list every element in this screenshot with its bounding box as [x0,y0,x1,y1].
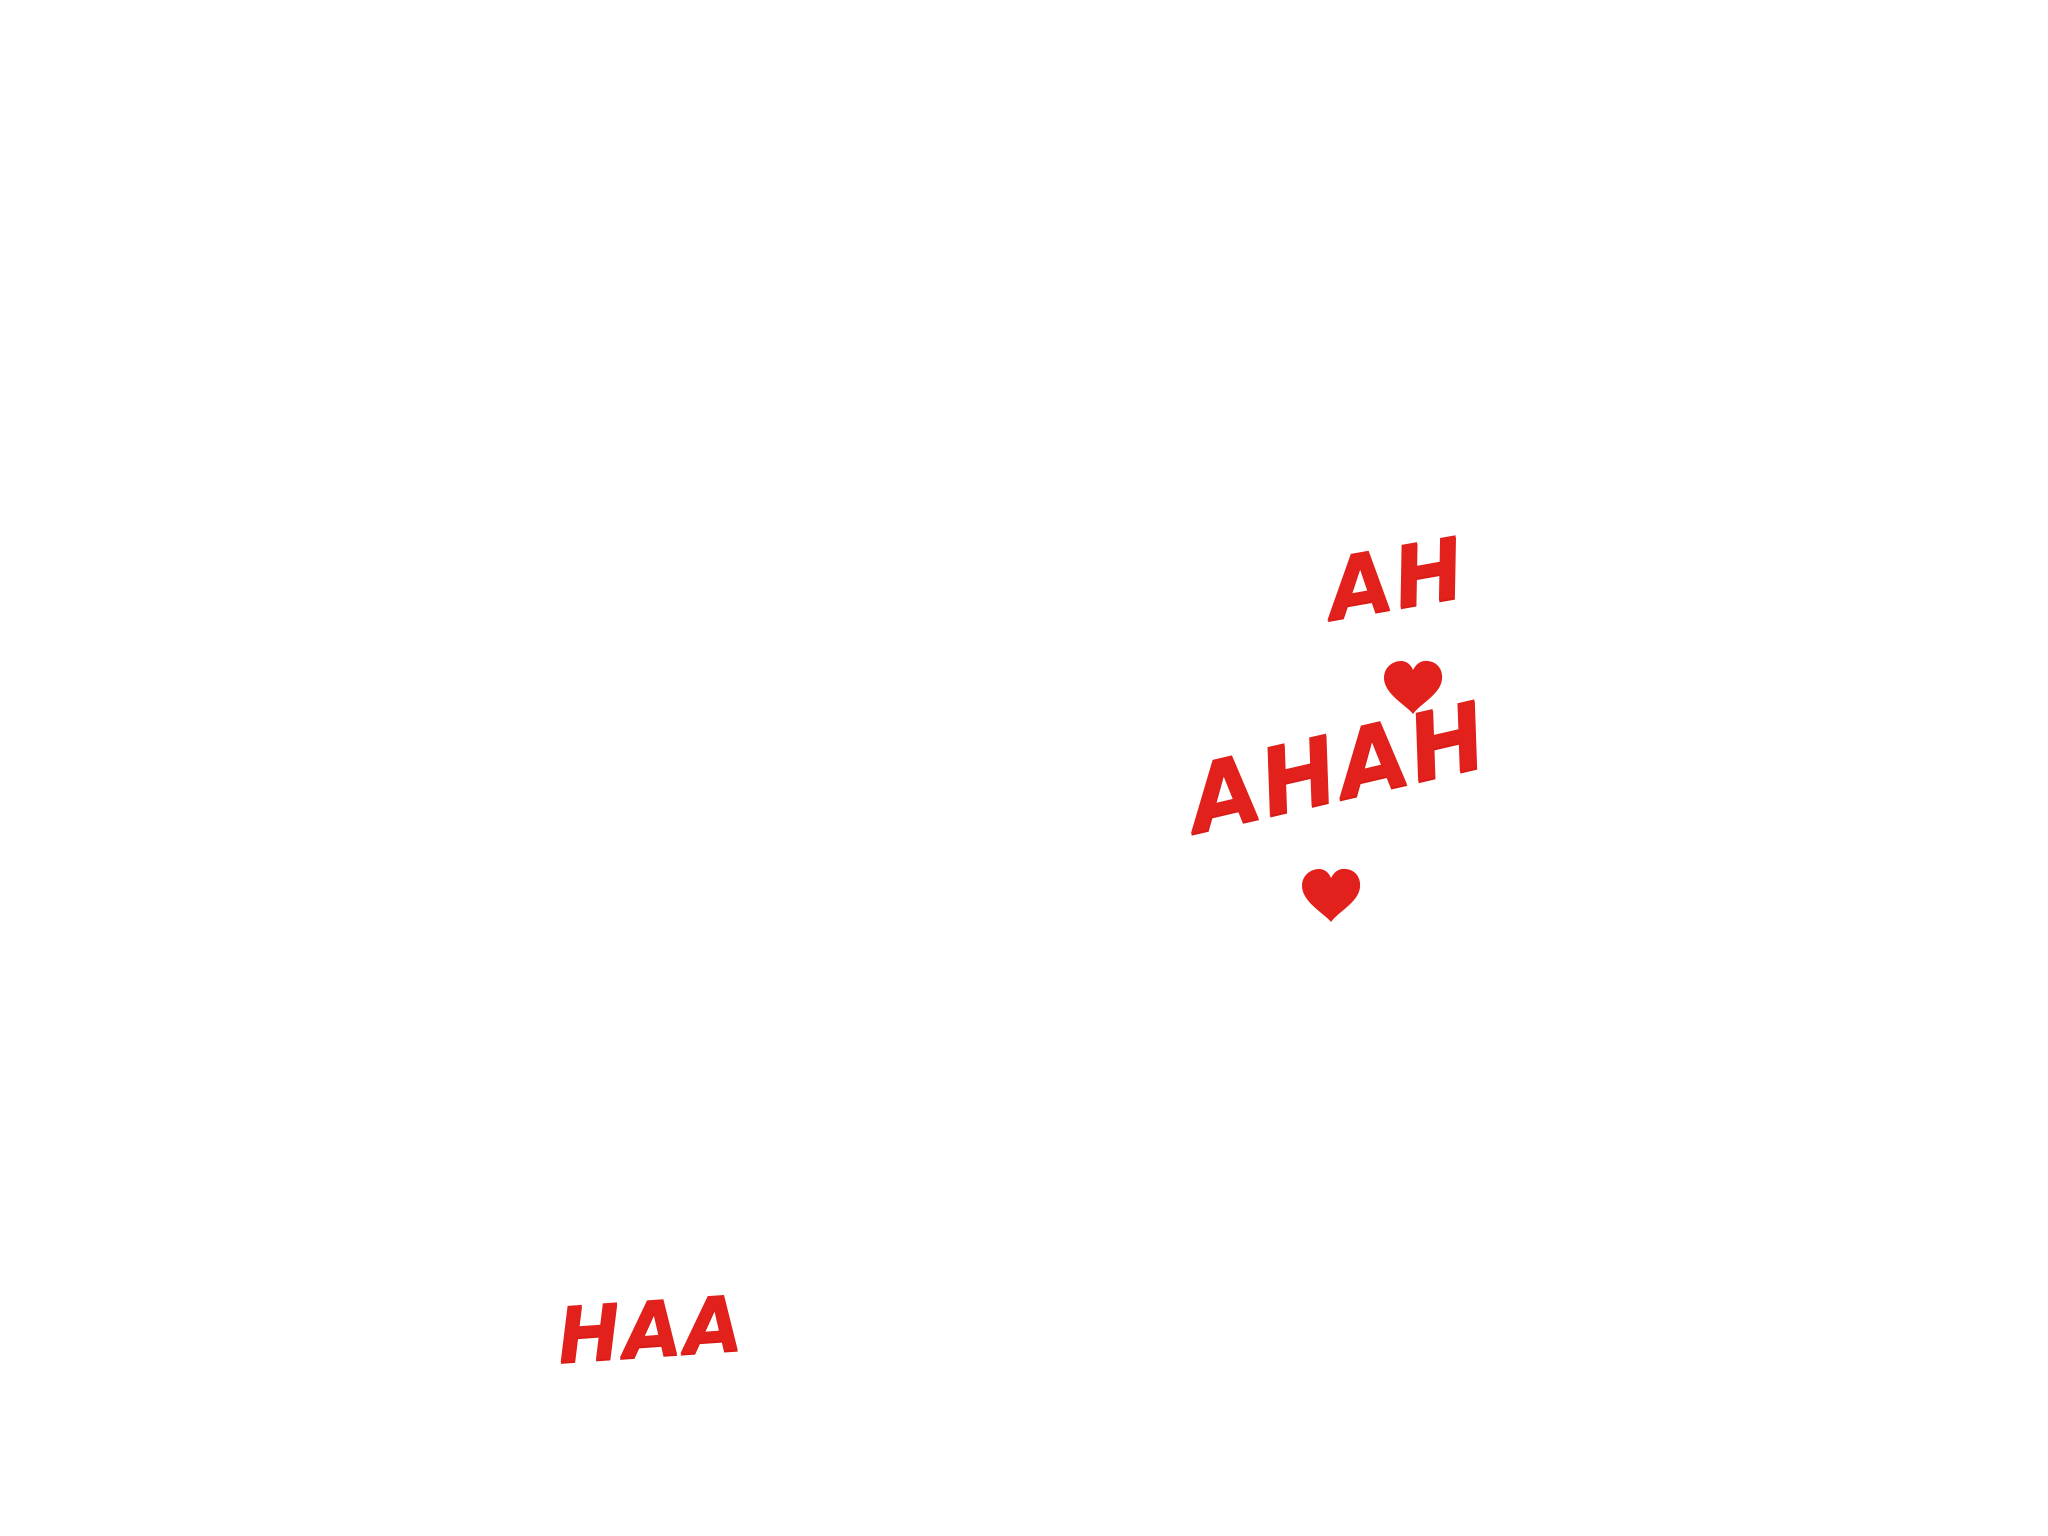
heart-icon [1302,868,1361,922]
sfx-ah: AH [1319,518,1474,639]
sfx-haa: HAA [554,1278,748,1380]
sfx-ahah: AHAH [1177,681,1499,854]
heart-icon [1384,660,1443,714]
